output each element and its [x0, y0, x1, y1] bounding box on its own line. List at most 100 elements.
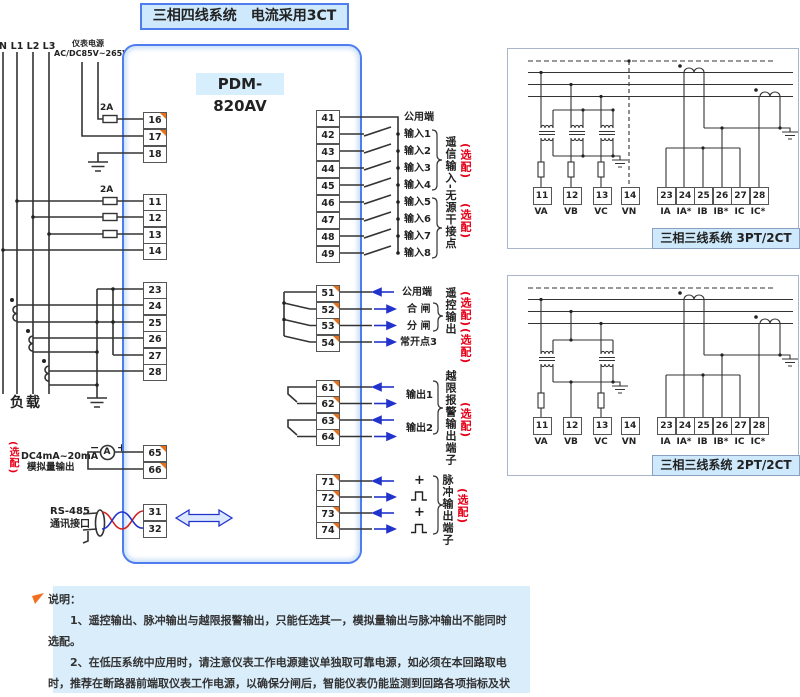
diagA-terminal-25: 25 [694, 187, 713, 205]
terminal-63: 63 [316, 412, 340, 430]
ct-coil-icon [28, 335, 34, 352]
terminal-17: 17 [143, 129, 167, 146]
alarm-out1-label: 输出1 [406, 390, 433, 401]
diagA-terminal-27: 27 [731, 187, 750, 205]
diagA-terminal-13: 13 [592, 187, 612, 205]
terminal-13: 13 [143, 226, 167, 244]
terminal-25: 25 [143, 314, 167, 332]
diagA-ib2: IB* [713, 207, 729, 217]
terminal-14: 14 [143, 243, 167, 260]
di-input6-label: 输入6 [404, 214, 431, 225]
analog-range-label: DC4mA~20mA [21, 451, 99, 462]
terminal-44: 44 [316, 160, 340, 178]
phase-label-l1: L1 [10, 41, 24, 52]
optional-tag: (选配) [459, 402, 472, 439]
alarm-group-label: 越限报警输出端子 [444, 370, 457, 466]
di-common-label: 公用端 [404, 112, 434, 123]
notes-text: 说明： 1、遥控输出、脉冲输出与越限报警输出，只能任选其一，模拟量输出与脉冲输出… [32, 589, 516, 697]
optional-tag: (选配) [459, 328, 472, 365]
ground-icon [88, 161, 108, 172]
terminal-28: 28 [143, 364, 167, 381]
optional-tag: (选配) [7, 441, 18, 475]
note-marker-icon [32, 593, 44, 604]
ground-icon [87, 397, 107, 408]
terminal-66: 66 [143, 461, 167, 479]
diagB-terminal-28: 28 [749, 417, 769, 435]
terminal-52: 52 [316, 301, 340, 319]
notes-paragraph-2: 2、在低压系统中应用时，请注意仪表工作电源建议单独取可靠电源，如必须在本回路取电… [48, 656, 510, 690]
terminal-72: 72 [316, 489, 340, 507]
diagB-vb: VB [564, 437, 578, 447]
alarm-out2-label: 输出2 [406, 423, 433, 434]
diagram-3pt2ct-frame [507, 48, 799, 249]
diagB-terminal-26: 26 [712, 417, 732, 435]
diagA-terminal-28: 28 [749, 187, 769, 205]
pulse-group-label: 脉冲输出端子 [441, 474, 454, 546]
diagA-ic2: IC* [750, 207, 766, 217]
phase-label-l2: L2 [26, 41, 40, 52]
minus-sign: − [90, 441, 100, 454]
diagA-terminal-14: 14 [620, 187, 640, 205]
terminal-11: 11 [143, 193, 167, 211]
terminal-49: 49 [316, 245, 340, 263]
plus-sign: + [117, 440, 126, 455]
load-label: 负载 [10, 395, 42, 411]
relay-group-label: 遥控输出 [444, 287, 457, 335]
notes-header: 说明： [48, 593, 81, 606]
notes-box [53, 586, 530, 693]
diagB-terminal-24: 24 [675, 417, 695, 435]
diagB-terminal-14: 14 [620, 417, 640, 435]
terminal-62: 62 [316, 396, 340, 413]
diagB-ic: IC [734, 437, 745, 447]
pulse-waveform-icon [411, 523, 427, 534]
terminal-12: 12 [143, 210, 167, 227]
di-input3-label: 输入3 [404, 163, 431, 174]
diagA-terminal-12: 12 [562, 187, 582, 205]
terminal-65: 65 [143, 444, 167, 462]
diagB-terminal-12: 12 [562, 417, 582, 435]
diagB-ia2: IA* [676, 437, 692, 447]
terminal-53: 53 [316, 318, 340, 335]
terminal-48: 48 [316, 228, 340, 246]
terminal-71: 71 [316, 473, 340, 491]
diagA-title: 三相三线系统 3PT/2CT [652, 228, 800, 249]
terminal-47: 47 [316, 211, 340, 229]
terminal-64: 64 [316, 429, 340, 446]
terminal-26: 26 [143, 331, 167, 348]
page-title: 三相四线系统 电流采用3CT [140, 3, 349, 30]
relay-open-label: 分 闸 [407, 320, 431, 332]
signal-direction-arrows [371, 287, 397, 534]
diagB-terminal-25: 25 [694, 417, 713, 435]
terminal-74: 74 [316, 521, 340, 539]
rs485-port-label: 通讯接口 [50, 519, 90, 530]
notes-paragraph-1: 1、遥控输出、脉冲输出与越限报警输出，只能任选其一，模拟量输出与脉冲输出不能同时… [48, 614, 507, 648]
di-input1-label: 输入1 [404, 129, 431, 140]
diagB-terminal-13: 13 [592, 417, 612, 435]
diagA-terminal-26: 26 [712, 187, 732, 205]
diagB-ia: IA [660, 437, 671, 447]
terminal-54: 54 [316, 334, 340, 352]
terminal-18: 18 [143, 146, 167, 163]
diagB-terminal-23: 23 [657, 417, 676, 435]
diagB-terminal-27: 27 [731, 417, 750, 435]
diagA-vc: VC [594, 207, 608, 217]
optional-tag: (选配) [459, 291, 472, 328]
meter-power-range: AC/DC85V~265V [54, 49, 129, 58]
terminal-31: 31 [143, 503, 167, 521]
di-input7-label: 输入7 [404, 231, 431, 242]
di-group-label: 遥信输入-无源干接点 [444, 136, 457, 250]
analog-output-label: 模拟量输出 [27, 462, 75, 473]
terminal-23: 23 [143, 281, 167, 299]
di-input4-label: 输入4 [404, 180, 431, 191]
device-name: PDM-820AV [196, 73, 284, 115]
pulse-plus-label: + [414, 505, 425, 520]
diagA-terminal-23: 23 [657, 187, 676, 205]
phase-label-l3: L3 [42, 41, 56, 52]
diagB-vc: VC [594, 437, 608, 447]
terminal-61: 61 [316, 379, 340, 397]
phase-label-n: N [0, 41, 7, 52]
relay-common-label: 公用端 [402, 287, 432, 298]
terminal-51: 51 [316, 284, 340, 302]
diagA-va: VA [534, 207, 548, 217]
